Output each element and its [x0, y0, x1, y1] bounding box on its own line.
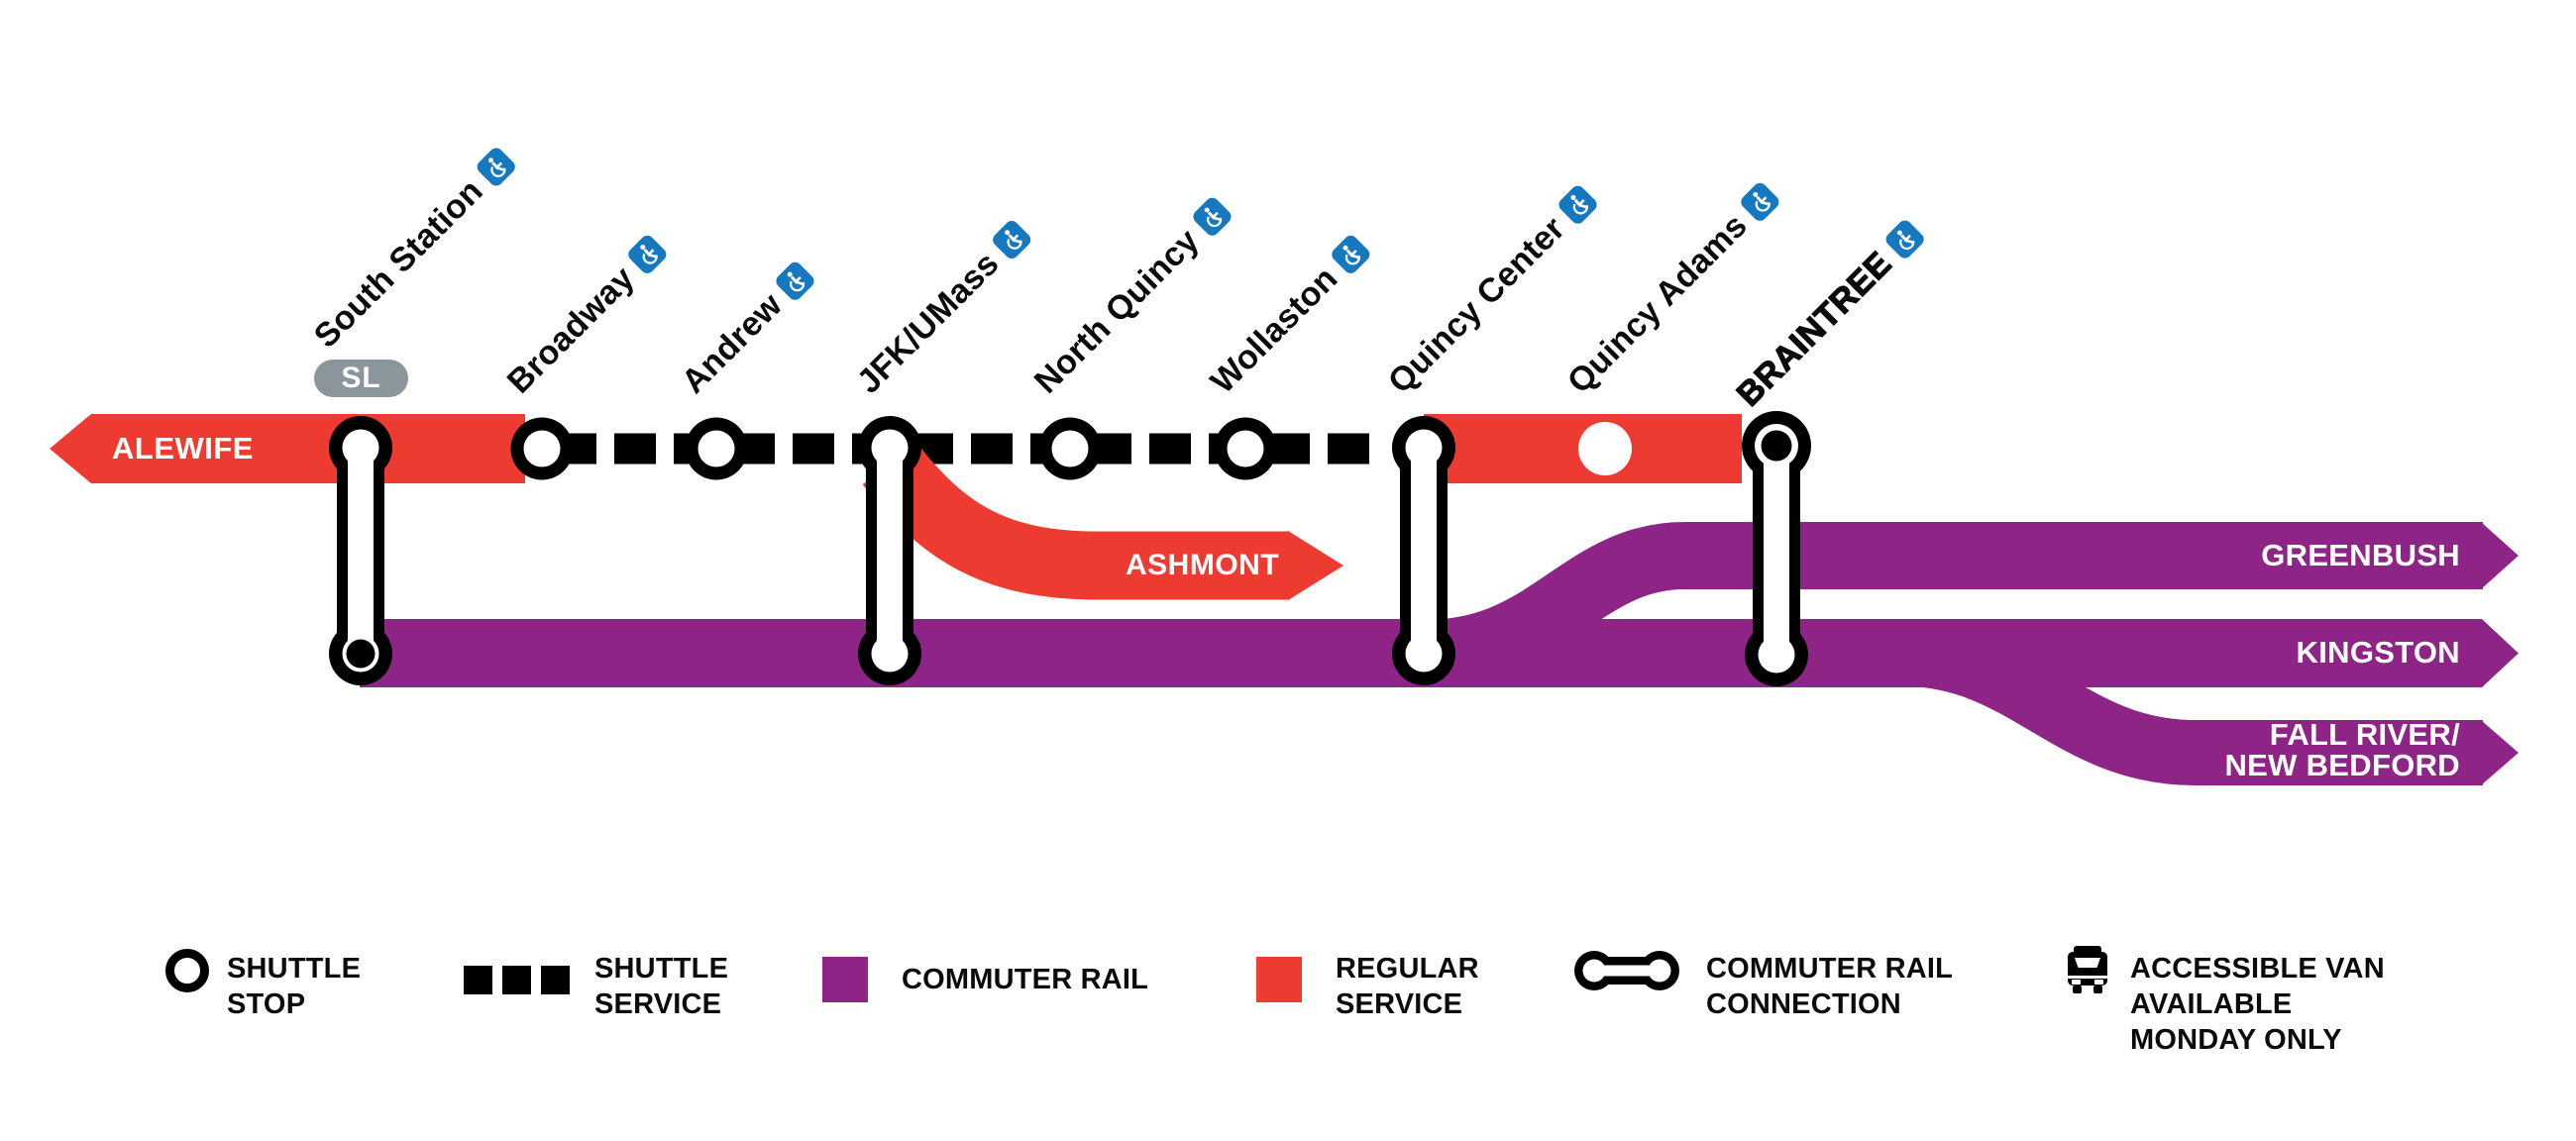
legend-shuttle-stop-label: SHUTTLE STOP — [227, 953, 362, 1020]
connection-capsule-south-station — [329, 416, 392, 685]
accessible-icon — [989, 217, 1033, 261]
connection-capsule-jfk-umass — [858, 416, 921, 685]
station-label-andrew: Andrew — [675, 258, 818, 401]
branch-label-greenbush: GREENBUSH — [2261, 538, 2460, 572]
legend-regular-service-label: REGULAR SERVICE — [1336, 953, 1479, 1020]
accessible-van-icon — [2067, 946, 2108, 998]
ashmont-arrow — [1288, 531, 1343, 600]
shuttle-stop-andrew — [685, 417, 748, 480]
regular-stop-quincy-adams — [1578, 422, 1632, 475]
silver-line-badge: SL — [314, 360, 408, 397]
accessible-icon — [1328, 232, 1372, 276]
greenbush-arrow — [2481, 522, 2519, 589]
legend-shuttle-stop-icon — [164, 948, 210, 998]
shuttle-stop-north-quincy — [1038, 417, 1102, 480]
station-label-north-quincy: North Quincy — [1027, 193, 1235, 401]
station-label-braintree: BRAINTREE — [1729, 216, 1928, 414]
braintree-terminal-dot — [1761, 430, 1792, 462]
accessible-icon — [474, 145, 518, 189]
accessible-icon — [773, 259, 816, 303]
station-label-south-station: South Station — [307, 144, 519, 356]
alewife-direction-label: ALEWIFE — [112, 431, 254, 466]
shuttle-stop-broadway — [510, 417, 574, 480]
fall-river-arrow — [2481, 720, 2519, 785]
accessible-icon — [1738, 179, 1782, 224]
legend-commuter-rail-connection-icon — [1571, 948, 1682, 998]
accessible-icon — [1190, 194, 1234, 239]
legend-commuter-rail-label: COMMUTER RAIL — [902, 964, 1149, 995]
legend-shuttle-service-icon — [464, 966, 580, 999]
fall-river-branch — [1905, 621, 2483, 785]
red-line-alewife-segment — [50, 414, 525, 483]
station-label-broadway: Broadway — [500, 231, 671, 401]
legend-accessible-van-label: ACCESSIBLE VAN AVAILABLE MONDAY ONLY — [2130, 953, 2385, 1056]
accessible-icon — [625, 232, 669, 276]
accessible-icon — [1556, 182, 1600, 227]
connection-capsule-braintree — [1742, 411, 1811, 686]
branch-label-fall-river-new-bedford: FALL RIVER/ NEW BEDFORD — [2224, 717, 2460, 782]
accessible-icon — [1882, 217, 1927, 261]
legend-regular-service-swatch — [1256, 957, 1302, 1007]
station-label-quincy-center: Quincy Center — [1381, 181, 1601, 401]
connection-capsule-quincy-center — [1392, 416, 1455, 685]
commuter-rail-terminal-dot — [346, 639, 376, 669]
station-label-wollaston: Wollaston — [1204, 231, 1374, 401]
legend-commuter-rail-connection-label: COMMUTER RAIL CONNECTION — [1706, 953, 1954, 1020]
legend-commuter-rail-swatch — [822, 957, 868, 1007]
branch-label-kingston: KINGSTON — [2296, 635, 2460, 670]
greenbush-branch — [1438, 522, 2483, 686]
ashmont-direction-label: ASHMONT — [1126, 549, 1280, 581]
legend-shuttle-service-label: SHUTTLE SERVICE — [594, 953, 729, 1020]
station-label-quincy-adams: Quincy Adams — [1560, 178, 1783, 401]
shuttle-stop-wollaston — [1214, 417, 1277, 480]
station-label-jfk-umass: JFK/UMass — [850, 216, 1035, 401]
